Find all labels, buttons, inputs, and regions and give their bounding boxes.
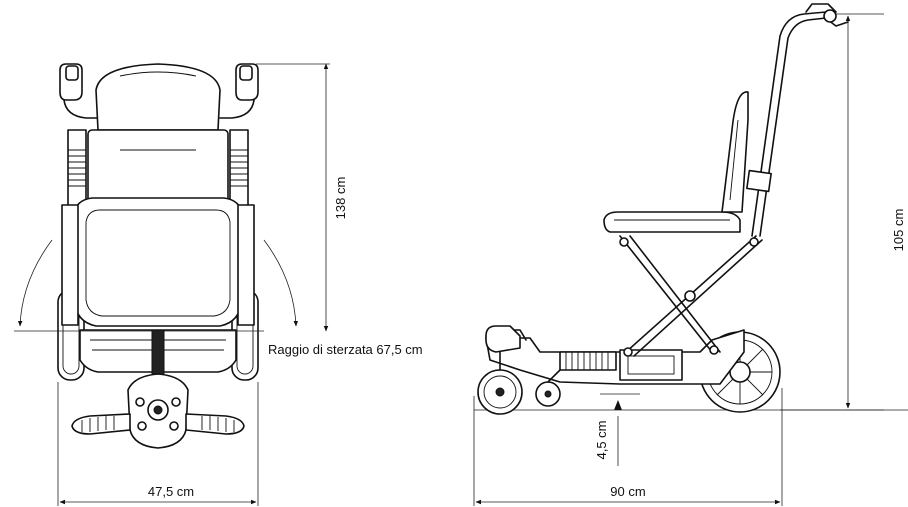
anti-tip-wheel: [535, 381, 561, 407]
side-height-label: 105 cm: [891, 209, 906, 252]
left-armrest-handle: [59, 63, 99, 119]
side-handle: [751, 11, 827, 237]
left-suspension: [67, 129, 87, 211]
front-height-label: 138 cm: [333, 177, 348, 220]
side-tiller: [485, 325, 521, 353]
frame-bar-1: [619, 235, 713, 353]
backrest-frame: [87, 129, 229, 207]
seat-cushion: [73, 197, 243, 327]
front-width-label: 47,5 cm: [148, 484, 194, 499]
side-view: 105 cm 4,5 cm 90 cm: [473, 3, 908, 506]
turning-radius-label: Raggio di sterzata 67,5 cm: [268, 342, 423, 357]
steering-column: [151, 329, 165, 381]
backrest-top: [95, 63, 221, 131]
ground-clearance-label: 4,5 cm: [594, 420, 609, 459]
left-grip: [71, 413, 131, 435]
right-armrest: [237, 204, 255, 326]
front-view: Raggio di sterzata 67,5 cm 138 cm 47,5 c…: [14, 63, 423, 506]
side-seat: [603, 211, 741, 233]
right-armrest-handle: [219, 63, 259, 119]
left-turn-arc: [17, 239, 53, 327]
side-length-label: 90 cm: [610, 484, 645, 499]
right-turn-arc: [263, 239, 299, 327]
right-grip: [185, 413, 245, 435]
front-wheel: [477, 369, 523, 415]
right-suspension: [229, 129, 249, 211]
left-armrest: [61, 204, 79, 326]
